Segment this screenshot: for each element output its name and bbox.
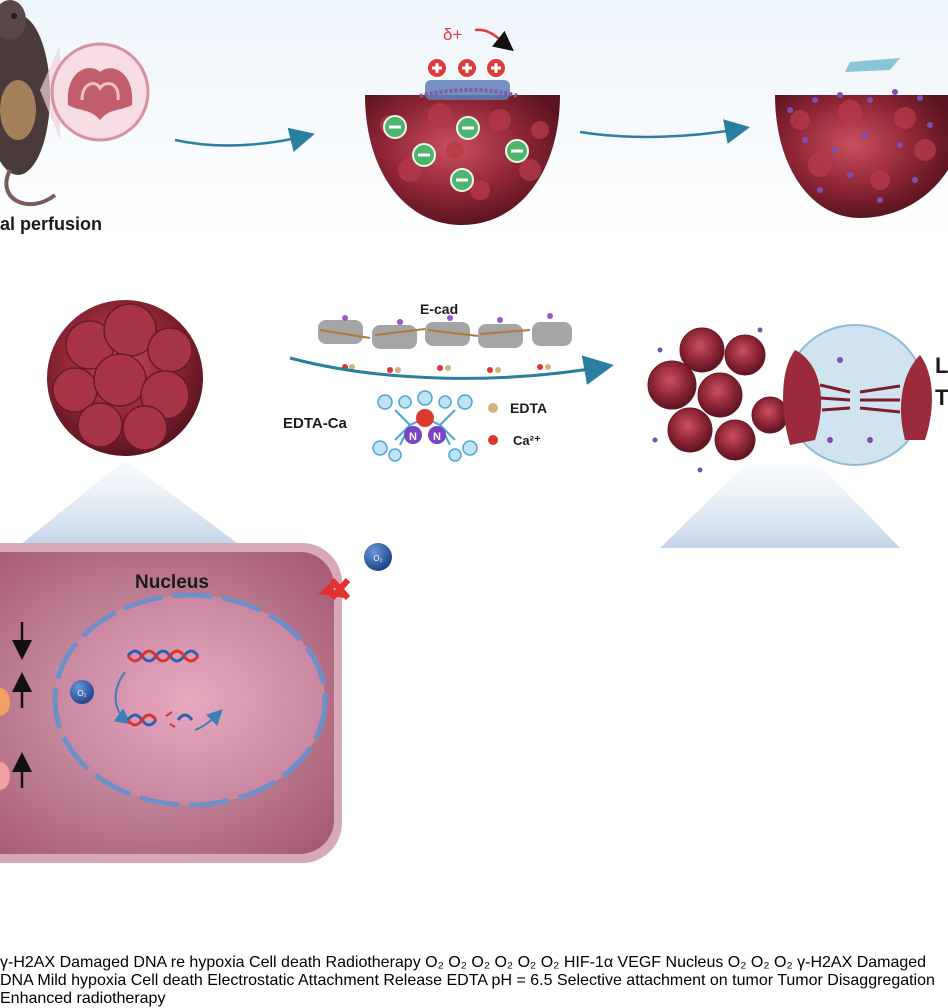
left-cut-pill-1	[0, 688, 10, 716]
right-cut-label-1: L	[935, 353, 948, 378]
o2-ball-left-inside: O₂	[70, 680, 94, 704]
negative-charge-icons	[383, 115, 529, 192]
left-gamma-pill: γ-H2AX Damaged DNA re hypoxia Cell death…	[0, 954, 935, 1007]
tumor-cluster-right	[647, 327, 789, 473]
left-dna-arrow	[113, 671, 132, 725]
tumor-cluster-left	[47, 300, 203, 456]
organ-zoom-icon	[40, 42, 150, 142]
left-gamma-down-arrow: Damaged DNA re hypoxia Cell death Radiot…	[0, 954, 935, 1007]
o2-balls-right-nucleus: O₂ O₂ O₂	[727, 954, 793, 971]
left-cut-pill-2	[0, 762, 10, 790]
edta-ca-chelate-icon: N N	[372, 390, 478, 462]
ca-legend-dot	[488, 435, 498, 445]
release-arrow	[579, 119, 750, 144]
left-gamma-arrow	[194, 709, 223, 731]
zoom-beam-left	[20, 460, 240, 545]
edta-ca-label: EDTA-Ca	[283, 415, 348, 432]
left-hypoxia-label: re hypoxia	[170, 954, 245, 971]
edta-legend-dot	[488, 403, 498, 413]
ph-label: pH = 6.5	[491, 972, 553, 989]
delta-arrow	[474, 28, 514, 52]
left-death-label: Cell death	[249, 954, 322, 971]
dna-helix-left-damaged	[126, 711, 194, 728]
tumor-hemisphere-right	[775, 58, 948, 218]
delta-plus-label: δ+	[443, 25, 462, 44]
release-label: Release EDTA	[383, 972, 488, 989]
positive-charge-icons	[426, 57, 507, 79]
left-nucleus	[52, 592, 328, 808]
attachment-label-line2: Attachment	[297, 972, 379, 989]
radiotherapy-label: Radiotherapy	[325, 954, 421, 971]
left-cell	[0, 543, 342, 863]
o2-balls-right-outside: O₂ O₂ O₂	[425, 954, 491, 971]
edta-legend-label: EDTA	[510, 400, 547, 416]
zoom-beam-right	[660, 465, 900, 548]
right-cut-label-2: T	[935, 385, 948, 410]
left-gamma-label: γ-H2AX	[0, 954, 56, 971]
blocked-entry-icon	[318, 578, 351, 600]
svg-text:O₂: O₂	[77, 689, 86, 698]
junction-zoom-icon	[783, 324, 932, 466]
diagram-svg: al perfusion δ+	[0, 0, 948, 863]
right-damaged-up-arrow: Mild hypoxia Cell death Electrostatic At…	[0, 972, 935, 1007]
disaggregation-arrow	[289, 355, 614, 385]
e-cadherin-chain	[318, 313, 572, 373]
left-nucleus-label: Nucleus	[135, 572, 209, 593]
right-vegf-label: VEGF	[617, 954, 662, 971]
bottom-caption: Enhanced radiotherapy	[0, 990, 166, 1007]
attachment-arrow	[174, 127, 315, 152]
dna-helix-left-top	[126, 649, 200, 663]
ecad-label: E-cad	[420, 301, 458, 317]
right-nucleus-label: Nucleus	[665, 954, 724, 971]
right-hypoxia-label: Mild hypoxia	[37, 972, 127, 989]
ca-legend-label: Ca²⁺	[513, 433, 541, 448]
mouse-icon	[0, 0, 57, 206]
top-caption: Selective attachment on tumor	[556, 972, 774, 989]
chelate-n-left: N	[409, 431, 417, 443]
perfusion-label: al perfusion	[0, 214, 102, 234]
svg-text:O₂: O₂	[373, 554, 382, 563]
right-hif-label: HIF-1α	[563, 954, 614, 971]
o2-balls-right-inside: O₂ O₂ O₂	[494, 954, 560, 971]
chelate-n-right: N	[433, 431, 441, 443]
attachment-label-line1: Electrostatic	[207, 972, 295, 989]
o2-ball-left-outside: O₂	[364, 543, 392, 571]
right-death-label: Cell death	[130, 972, 203, 989]
right-gamma-label: γ-H2AX	[797, 954, 853, 971]
left-damaged-label: Damaged DNA	[59, 954, 167, 971]
middle-caption: Tumor Disaggregation	[777, 972, 935, 989]
